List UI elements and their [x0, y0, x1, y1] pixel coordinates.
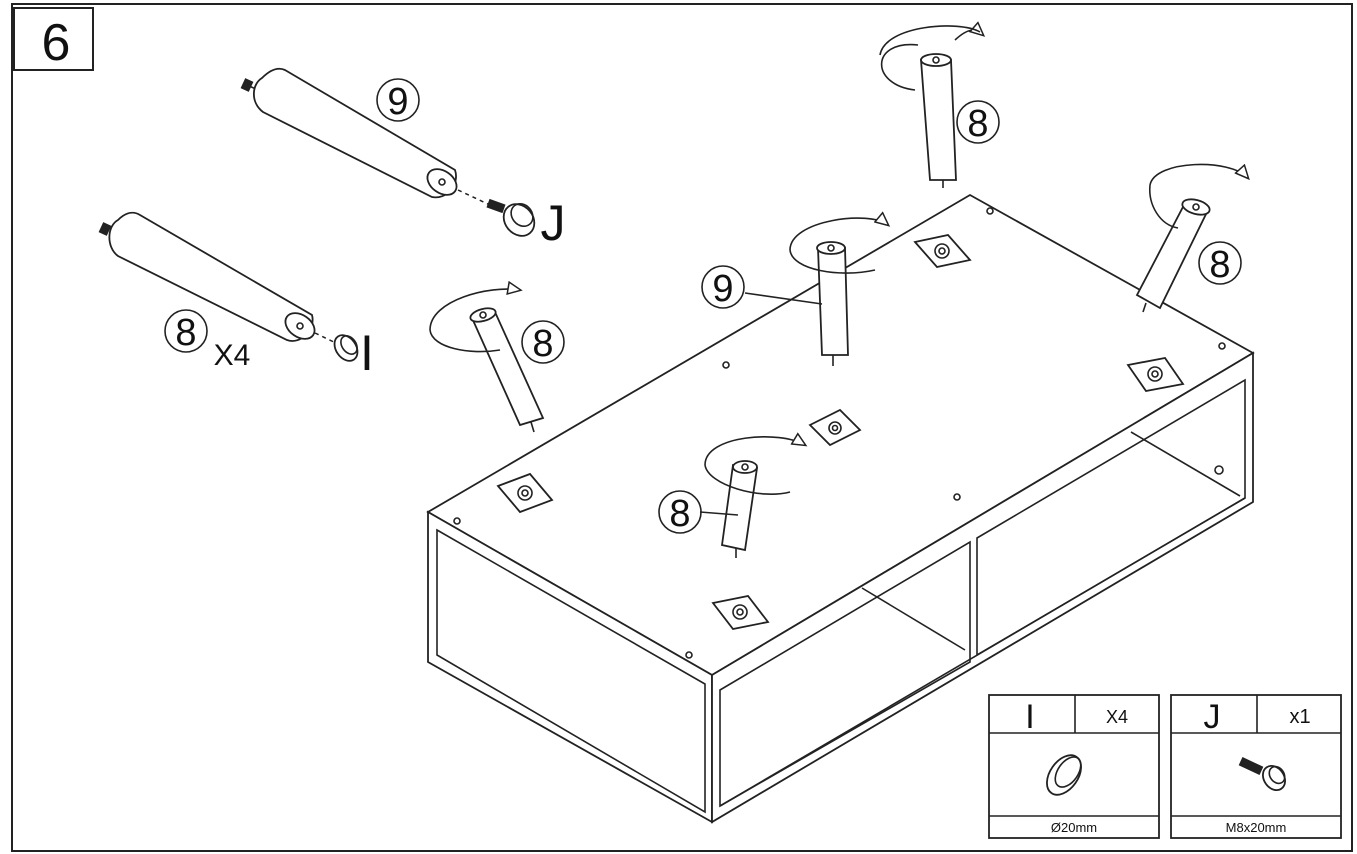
mounting-plate — [913, 234, 972, 268]
leg-quantity-label: X4 — [214, 339, 251, 372]
leg-8-label: 8 — [1209, 244, 1230, 286]
part-i-label: I — [360, 325, 374, 381]
leg-8-installed — [429, 289, 545, 433]
step-number-box: 6 — [13, 7, 94, 72]
leg-9-label: 9 — [712, 268, 733, 310]
parts-table-j: J x1 M8x20mm — [1170, 694, 1342, 839]
mounting-plate — [1126, 357, 1185, 392]
page-border — [11, 3, 1353, 852]
screw-j-icon — [1238, 757, 1286, 791]
part-i-size: Ø20mm — [1051, 820, 1097, 835]
leg-8-installed — [699, 437, 805, 558]
mounting-plate — [711, 595, 770, 630]
part-j-size: M8x20mm — [1226, 820, 1287, 835]
leg-9-label: 9 — [387, 81, 408, 123]
part-i-quantity: X4 — [1106, 707, 1128, 727]
leg-8-label: 8 — [532, 323, 553, 365]
leg-8-installed — [879, 26, 983, 188]
part-j-quantity: x1 — [1289, 706, 1310, 728]
leg-8-with-cap — [98, 211, 359, 362]
part-j-label: J — [541, 195, 566, 251]
step-number: 6 — [42, 14, 71, 72]
part-j-letter: J — [1204, 698, 1221, 736]
mounting-plate — [808, 408, 862, 447]
leg-8-label: 8 — [669, 493, 690, 535]
leg-8-label: 8 — [175, 312, 196, 354]
leg-9-installed — [744, 218, 888, 366]
parts-table-i: I X4 Ø20mm — [988, 694, 1160, 839]
mounting-plate — [496, 472, 554, 514]
leg-8-installed — [1135, 163, 1248, 313]
cap-i-icon — [1046, 754, 1082, 796]
leg-9-with-glide — [240, 67, 536, 237]
part-i-letter: I — [1025, 698, 1034, 736]
leg-8-label: 8 — [967, 103, 988, 145]
